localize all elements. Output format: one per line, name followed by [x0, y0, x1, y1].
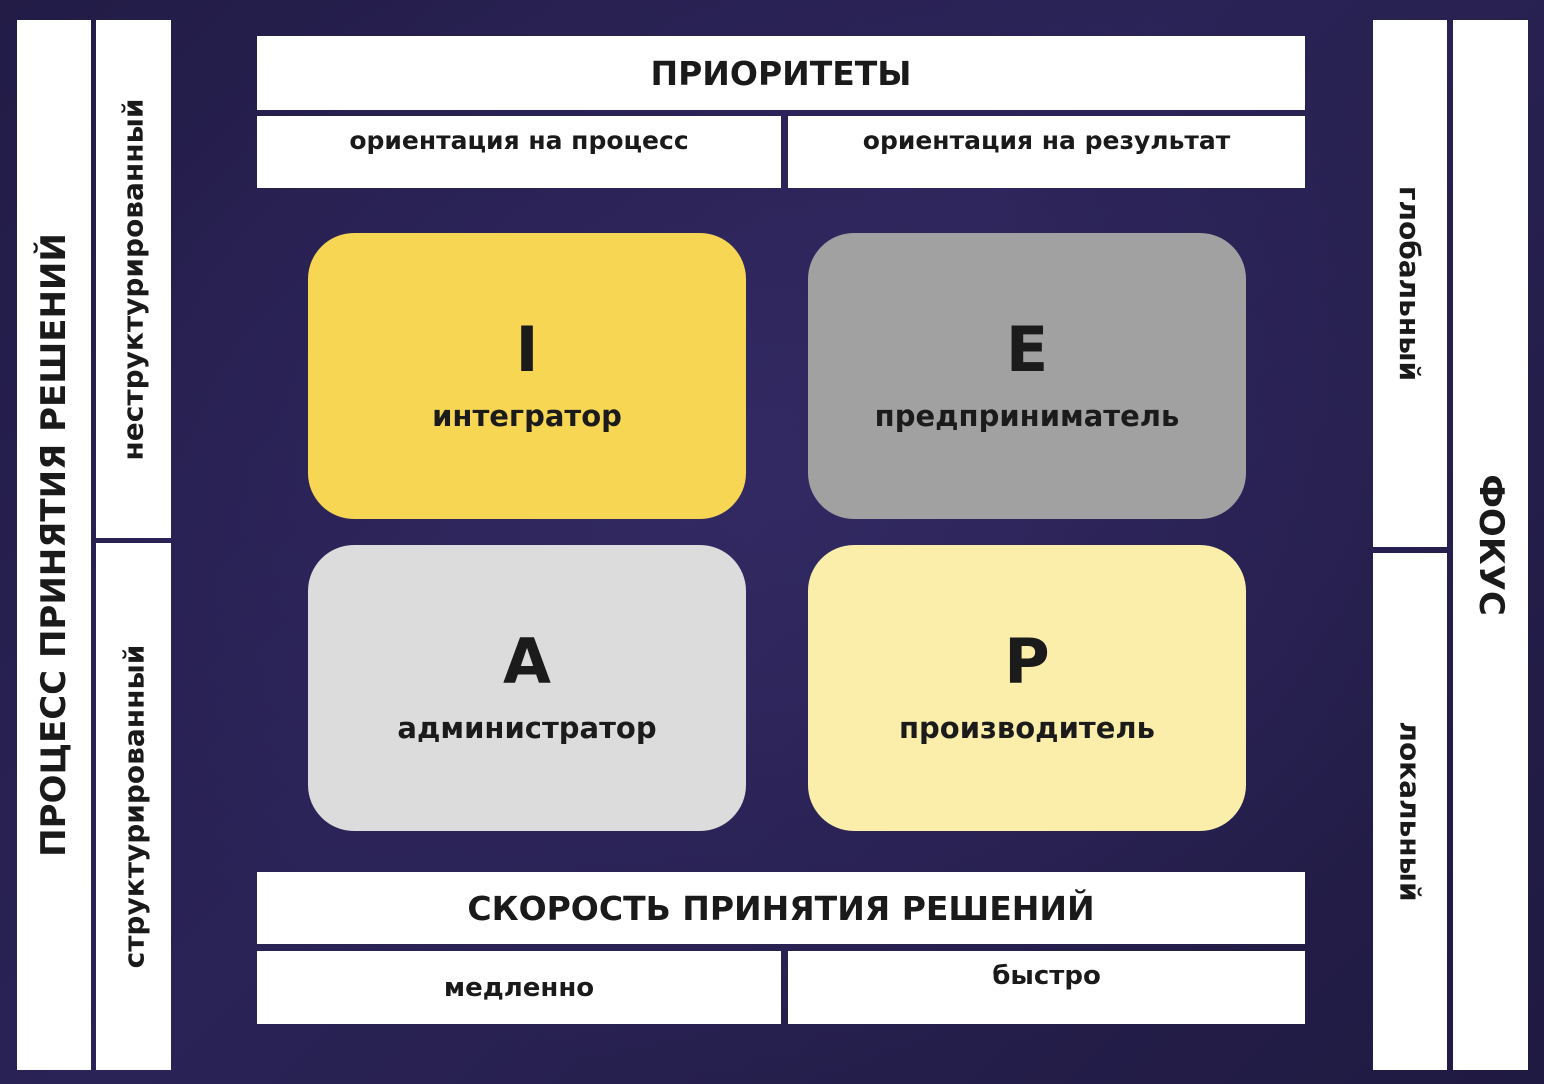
right-axis-lower-label: локальный	[1393, 721, 1427, 902]
role-label-administrator: администратор	[397, 711, 657, 745]
role-card-administrator: A администратор	[308, 545, 746, 831]
role-label-integrator: интегратор	[432, 399, 622, 433]
left-axis-lower-label: структурированный	[117, 644, 151, 969]
role-card-entrepreneur: E предприниматель	[808, 233, 1246, 519]
top-axis-title-panel: ПРИОРИТЕТЫ	[257, 36, 1305, 110]
bottom-axis-title-panel: СКОРОСТЬ ПРИНЯТИЯ РЕШЕНИЙ	[257, 872, 1305, 944]
top-axis-right-label: ориентация на результат	[862, 126, 1231, 155]
role-letter-entrepreneur: E	[1005, 313, 1049, 386]
left-axis-title-panel: ПРОЦЕСС ПРИНЯТИЯ РЕШЕНИЙ	[17, 20, 91, 1070]
right-axis-upper-label: глобальный	[1393, 185, 1427, 382]
left-axis-title: ПРОЦЕСС ПРИНЯТИЯ РЕШЕНИЙ	[34, 233, 74, 857]
role-label-entrepreneur: предприниматель	[874, 399, 1180, 433]
right-axis-upper-panel: глобальный	[1373, 20, 1447, 547]
left-axis-upper-panel: неструктурированный	[96, 20, 171, 538]
role-letter-producer: P	[1004, 625, 1050, 698]
bottom-axis-left-panel: медленно	[257, 951, 781, 1024]
role-card-producer: P производитель	[808, 545, 1246, 831]
role-card-integrator: I интегратор	[308, 233, 746, 519]
bottom-axis-right-panel: быстро	[788, 951, 1305, 1024]
bottom-axis-title: СКОРОСТЬ ПРИНЯТИЯ РЕШЕНИЙ	[467, 888, 1095, 928]
right-axis-title: ФОКУС	[1470, 474, 1511, 616]
top-axis-left-panel: ориентация на процесс	[257, 116, 781, 188]
left-axis-lower-panel: структурированный	[96, 543, 171, 1070]
role-label-producer: производитель	[899, 711, 1155, 745]
top-axis-right-panel: ориентация на результат	[788, 116, 1305, 188]
bottom-axis-left-label: медленно	[443, 972, 595, 1003]
right-axis-lower-panel: локальный	[1373, 553, 1447, 1070]
role-letter-administrator: A	[503, 625, 551, 698]
bottom-axis-right-label: быстро	[992, 961, 1101, 991]
top-axis-left-label: ориентация на процесс	[349, 126, 689, 155]
role-letter-integrator: I	[515, 313, 539, 386]
right-axis-title-panel: ФОКУС	[1453, 20, 1528, 1070]
top-axis-title: ПРИОРИТЕТЫ	[650, 53, 912, 93]
left-axis-upper-label: неструктурированный	[117, 97, 151, 461]
